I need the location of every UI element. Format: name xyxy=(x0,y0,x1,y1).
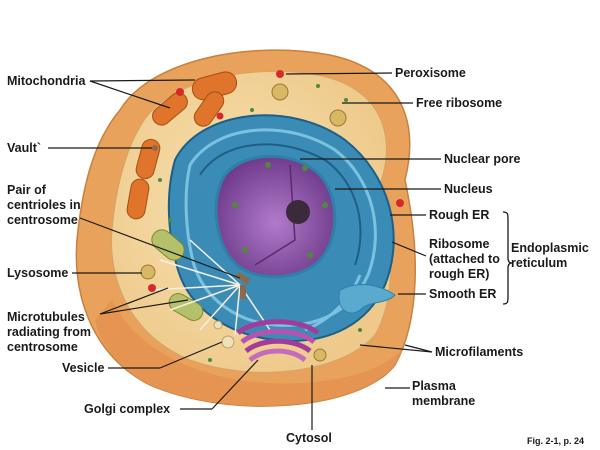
nucleolus xyxy=(286,200,310,224)
label-microtubules: Microtubules radiating from centrosome xyxy=(7,310,92,354)
label-mitochondria: Mitochondria xyxy=(7,74,86,88)
label-cytosol: Cytosol xyxy=(286,431,332,445)
golgi-complex xyxy=(236,319,320,363)
label-nucleus: Nucleus xyxy=(444,182,493,196)
label-microfilaments: Microfilaments xyxy=(435,345,524,359)
label-golgi: Golgi complex xyxy=(84,402,171,416)
lysosome xyxy=(140,264,156,280)
label-smooth-er: Smooth ER xyxy=(429,287,497,301)
label-free-ribosome: Free ribosome xyxy=(416,96,503,110)
label-nuclear-pore: Nuclear pore xyxy=(444,152,521,166)
figure-caption: Fig. 2-1, p. 24 xyxy=(527,436,585,446)
leader-lines xyxy=(48,72,441,430)
label-plasma-membrane: Plasma membrane xyxy=(412,379,476,408)
label-vault: Vault` xyxy=(7,141,42,155)
label-centrioles: Pair of centrioles in centrosome xyxy=(7,183,81,227)
nucleus xyxy=(214,154,337,279)
label-lysosome: Lysosome xyxy=(7,266,69,280)
peroxisome xyxy=(276,70,284,78)
organelles-small xyxy=(140,70,404,362)
label-vesicle: Vesicle xyxy=(62,361,105,375)
mitochondria-group xyxy=(126,71,238,321)
label-ribosome-attached: Ribosome (attached to rough ER) xyxy=(429,237,500,281)
label-rough-er: Rough ER xyxy=(429,208,490,222)
label-endoplasmic-reticulum: Endoplasmic reticulum xyxy=(511,241,589,270)
membrane-lower-rim xyxy=(95,300,405,407)
label-peroxisome: Peroxisome xyxy=(395,66,466,80)
vault xyxy=(152,145,158,151)
smooth-er xyxy=(338,284,396,314)
er-brace xyxy=(502,211,513,305)
